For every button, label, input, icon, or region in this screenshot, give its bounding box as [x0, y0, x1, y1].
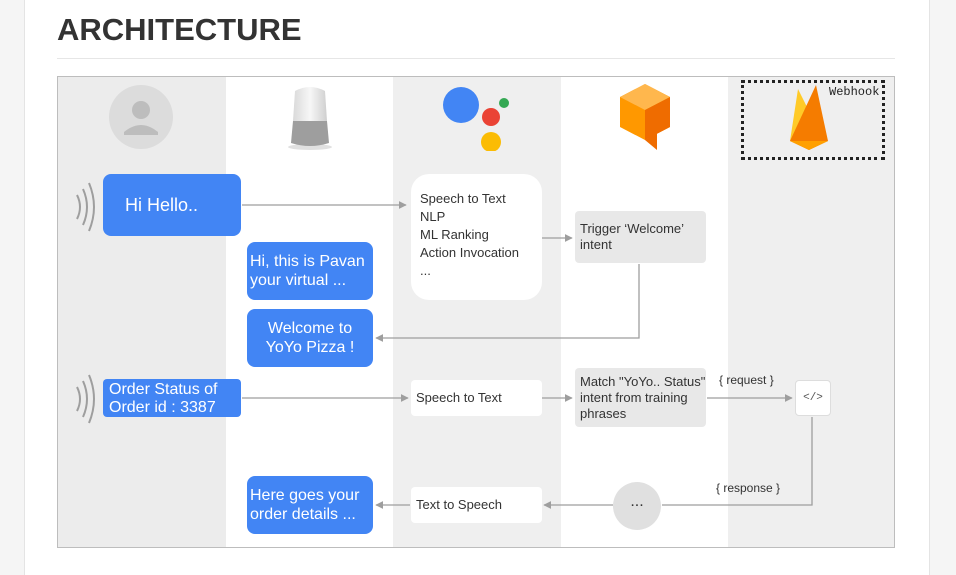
user-column — [58, 77, 226, 547]
dialogflow-icon — [620, 84, 670, 150]
firebase-icon — [790, 85, 828, 150]
request-label: { request } — [719, 373, 774, 387]
bubble-text: YoYo Pizza ! — [265, 339, 355, 356]
processing-ellipsis-icon: ... — [613, 482, 661, 530]
bubble-text: Hi, this is Pavan — [250, 253, 365, 270]
bubble-welcome: Welcome to YoYo Pizza ! — [247, 309, 373, 367]
bubble-text: Welcome to — [267, 320, 353, 337]
bubble-text: your virtual ... — [250, 272, 347, 289]
dialogflow-column — [561, 77, 728, 547]
google-assistant-icon — [443, 87, 509, 151]
title-divider — [57, 58, 895, 59]
speech-to-text-box: Speech to Text — [411, 380, 542, 416]
sound-wave-icon — [76, 374, 95, 424]
text-to-speech-box: Text to Speech — [411, 487, 542, 523]
webhook-boundary — [741, 80, 885, 160]
box-text: intent — [580, 237, 612, 252]
bubble-hi-hello: Hi Hello.. — [103, 174, 241, 236]
response-label: { response } — [716, 481, 781, 495]
step-more: ... — [420, 263, 431, 278]
trigger-welcome-intent-box: Trigger ‘Welcome’ intent — [575, 211, 706, 263]
box-text: Text to Speech — [416, 497, 502, 512]
sound-wave-icon — [76, 182, 95, 232]
webhook-column — [728, 77, 894, 547]
bubble-text: order details ... — [250, 506, 356, 523]
page-title: ARCHITECTURE — [57, 12, 302, 47]
box-text: phrases — [580, 406, 627, 421]
bubble-text: Here goes your — [250, 487, 360, 504]
bubble-pavan: Hi, this is Pavan your virtual ... — [247, 242, 373, 300]
box-text: intent from training — [580, 390, 688, 405]
bubble-text: Order id : 3387 — [109, 399, 216, 416]
google-home-speaker-icon — [288, 87, 332, 150]
step-ml-ranking: ML Ranking — [420, 227, 489, 242]
match-intent-box: Match "YoYo.. Status" intent from traini… — [575, 368, 706, 427]
connector-lines — [242, 201, 813, 509]
bubble-order-status: Order Status of Order id : 3387 — [103, 379, 241, 417]
bubble-text: Order Status of — [109, 381, 218, 398]
box-text: Match "YoYo.. Status" — [580, 374, 706, 389]
step-nlp: NLP — [420, 209, 446, 224]
bubble-text: Hi Hello.. — [125, 195, 199, 215]
arrow-trigger-to-welcome — [375, 264, 640, 342]
step-action-invocation: Action Invocation — [420, 245, 520, 260]
bubble-order-details: Here goes your order details ... — [247, 476, 373, 534]
code-icon: </> — [795, 380, 831, 416]
architecture-diagram: Webhook Hi Hello.. — [57, 76, 895, 548]
assistant-processing-box: Speech to Text NLP ML Ranking Action Inv… — [411, 174, 542, 300]
user-avatar-icon — [109, 85, 173, 149]
arrow-response — [662, 417, 813, 506]
assistant-column — [393, 77, 561, 547]
webhook-label: Webhook — [829, 85, 880, 99]
step-speech-to-text: Speech to Text — [420, 191, 506, 206]
box-text: Speech to Text — [416, 390, 502, 405]
box-text: Trigger ‘Welcome’ — [580, 221, 685, 236]
